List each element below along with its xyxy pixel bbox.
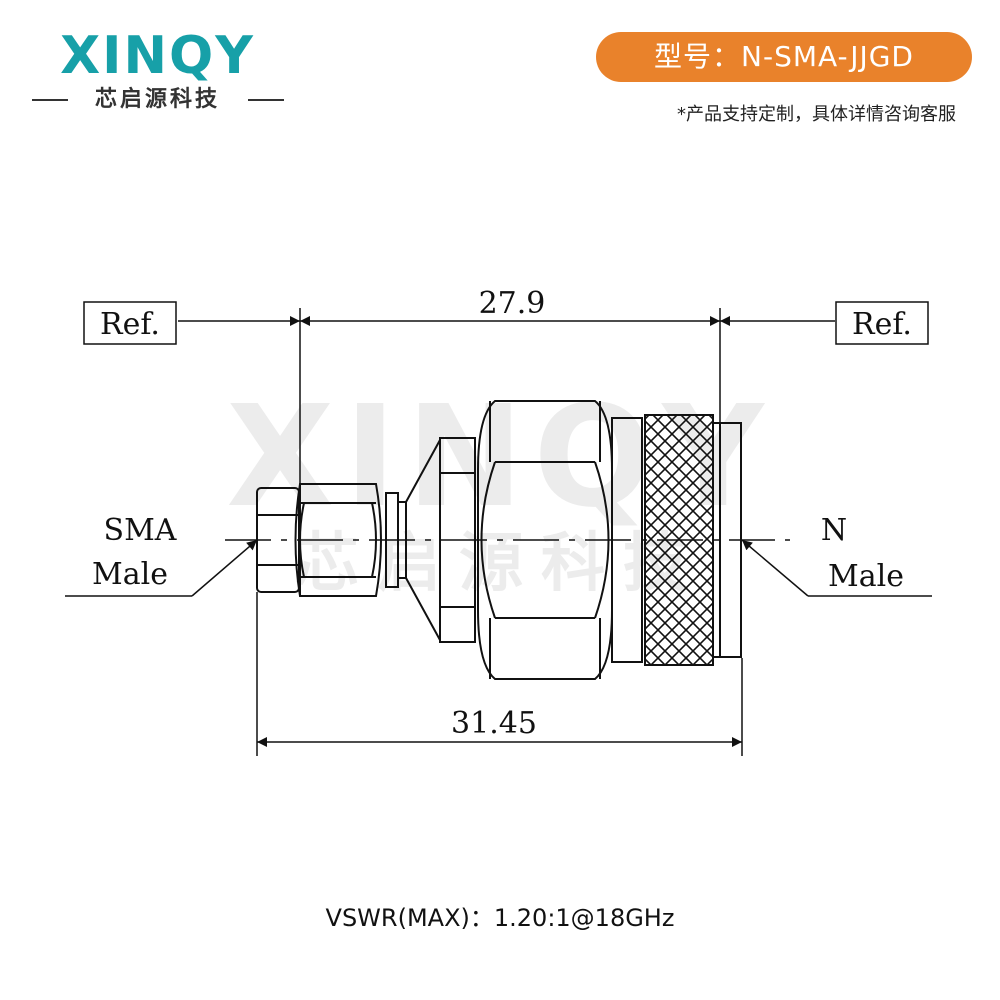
n-male-label: Male — [828, 559, 904, 594]
bottom-dimension-value: 31.45 — [451, 706, 537, 741]
ref-label-right: Ref. — [852, 307, 912, 342]
sma-male-callout: SMA Male — [65, 513, 258, 597]
n-male-callout: N Male — [741, 513, 932, 597]
n-hex-body — [477, 400, 613, 680]
sma-label: SMA — [104, 513, 177, 548]
adapter-body — [256, 400, 742, 680]
ref-box-left — [83, 301, 177, 345]
n-label: N — [821, 513, 847, 548]
header: XINQY 芯启源科技 型号：N-SMA-JJGD *产品支持定制，具体详情咨询… — [0, 0, 1000, 140]
logo-text: XINQY — [60, 26, 255, 86]
ref-label-left: Ref. — [100, 307, 160, 342]
brand-logo: XINQY 芯启源科技 — [30, 28, 290, 118]
bottom-dimension: 31.45 — [256, 592, 743, 756]
sma-hex-nut — [294, 483, 382, 597]
sma-collar — [385, 492, 407, 588]
logo-divider-lines — [32, 99, 284, 101]
vswr-spec: VSWR(MAX)：1.20:1@18GHz — [325, 904, 675, 932]
top-dimension: 27.9 Ref. Ref. — [83, 286, 929, 525]
logo-subtitle: 芯启源科技 — [94, 87, 220, 112]
watermark-subtitle: 芯启源科技 — [295, 527, 705, 601]
sma-male-label: Male — [92, 557, 168, 592]
top-dimension-value: 27.9 — [479, 286, 546, 321]
customization-note: *产品支持定制，具体详情咨询客服 — [677, 104, 956, 125]
n-coupling-nut — [611, 414, 742, 666]
taper-section — [405, 437, 476, 643]
model-badge: 型号：N-SMA-JJGD — [596, 32, 972, 82]
ref-box-right — [835, 301, 929, 345]
